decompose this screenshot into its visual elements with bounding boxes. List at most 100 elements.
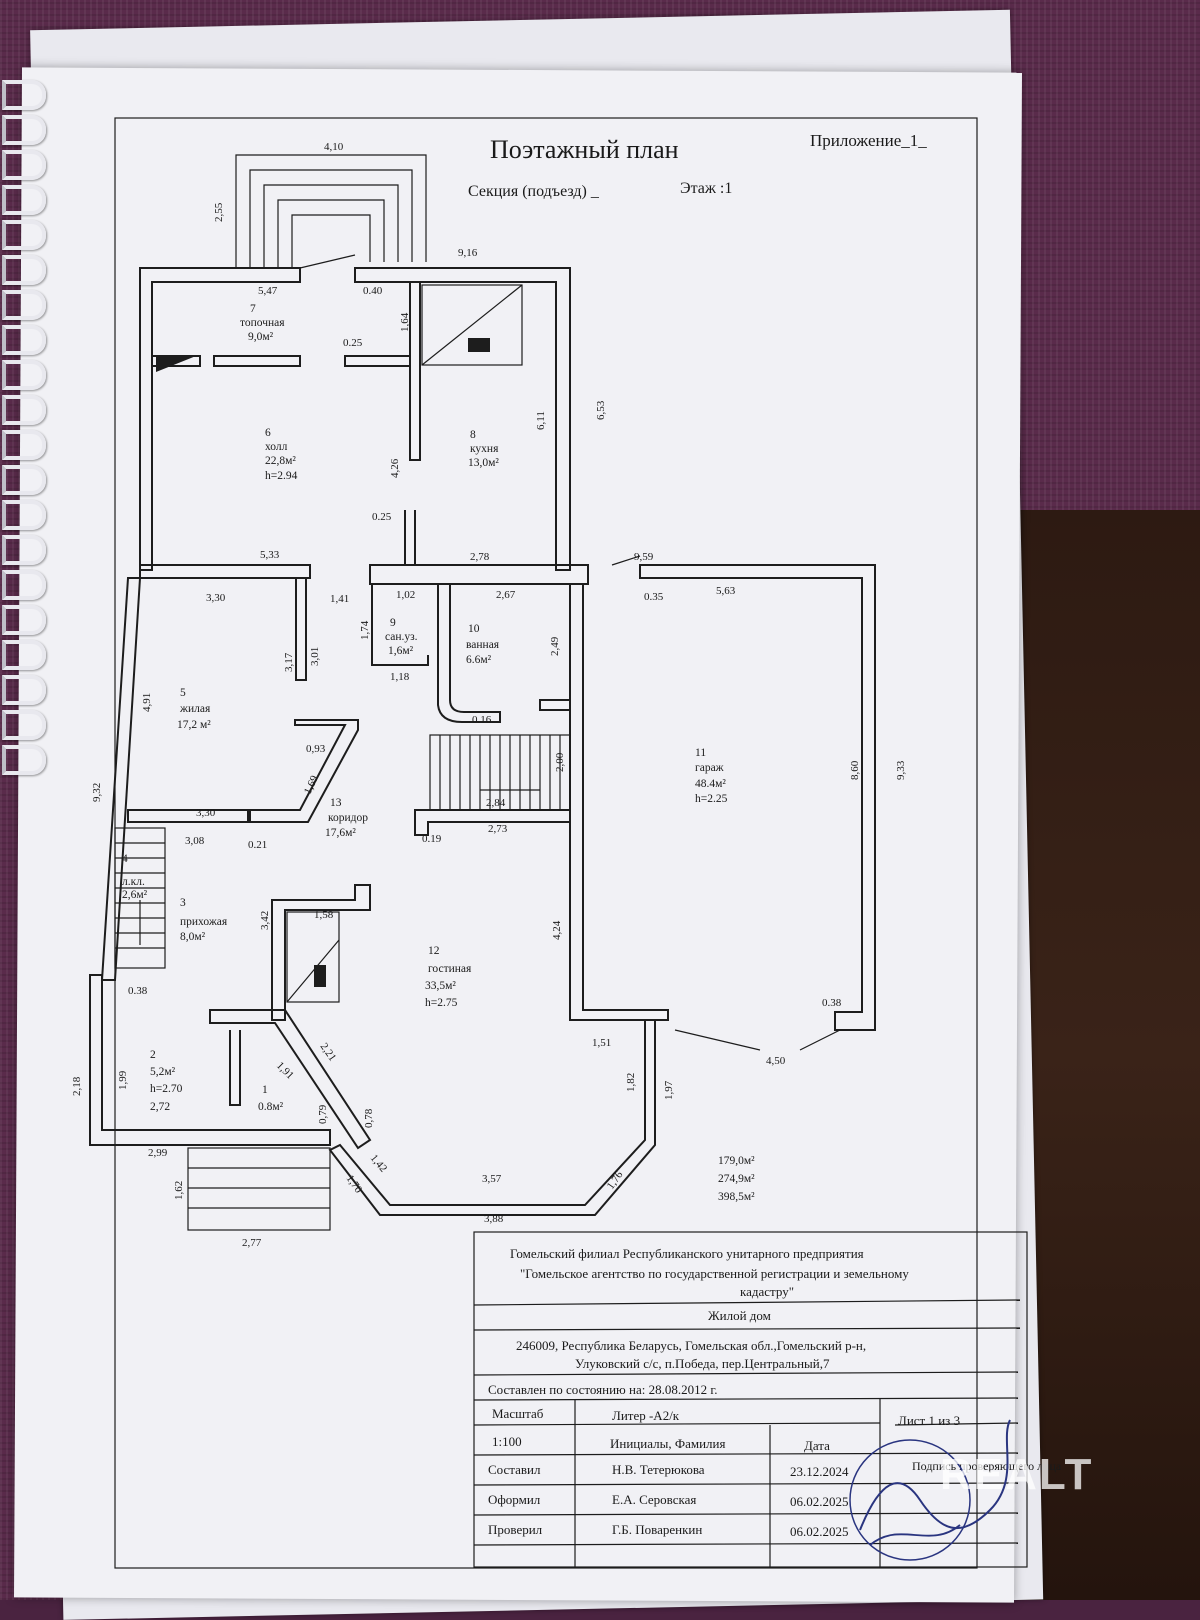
binder-ring [2, 220, 46, 250]
area-totals: 179,0м² 274,9м² 398,5м² [718, 1155, 755, 1203]
inner-walls [127, 282, 571, 1150]
svg-text:2,67: 2,67 [496, 589, 516, 601]
svg-text:4,91: 4,91 [141, 693, 153, 712]
svg-text:33,5м²: 33,5м² [425, 980, 456, 992]
binder-ring [2, 745, 46, 775]
svg-text:2,49: 2,49 [549, 636, 561, 656]
svg-text:5,33: 5,33 [260, 549, 280, 561]
svg-text:0,79: 0,79 [317, 1104, 329, 1124]
svg-text:топочная: топочная [240, 317, 285, 329]
svg-text:6,11: 6,11 [535, 411, 547, 430]
binder-rings [0, 70, 60, 790]
svg-text:8,60: 8,60 [849, 760, 861, 780]
svg-text:Литер -А2/к: Литер -А2/к [612, 1408, 680, 1423]
svg-text:48.4м²: 48.4м² [695, 778, 726, 790]
svg-text:9,33: 9,33 [895, 760, 907, 780]
svg-text:0.19: 0.19 [422, 833, 442, 845]
svg-text:0.21: 0.21 [248, 839, 267, 851]
room-12-label: 12 гостиная 33,5м² h=2.75 [425, 945, 472, 1009]
svg-text:Дата: Дата [804, 1438, 830, 1453]
svg-text:8,0м²: 8,0м² [180, 931, 206, 943]
svg-text:398,5м²: 398,5м² [718, 1191, 755, 1203]
svg-text:4,24: 4,24 [551, 920, 563, 940]
binder-ring [2, 150, 46, 180]
room-9-label: 9 сан.уз. 1,6м² [385, 617, 418, 657]
svg-text:2,72: 2,72 [150, 1101, 170, 1113]
binder-ring [2, 465, 46, 495]
svg-text:13: 13 [330, 797, 342, 809]
svg-text:0.16: 0.16 [472, 714, 492, 726]
svg-text:4: 4 [122, 853, 128, 865]
svg-text:2,21: 2,21 [318, 1041, 339, 1064]
svg-text:9,59: 9,59 [634, 551, 654, 563]
svg-text:06.02.2025: 06.02.2025 [790, 1524, 849, 1539]
svg-text:17,6м²: 17,6м² [325, 827, 356, 839]
signature [849, 1419, 1011, 1561]
svg-text:Оформил: Оформил [488, 1492, 541, 1507]
svg-text:3,42: 3,42 [259, 911, 271, 930]
svg-text:0,78: 0,78 [363, 1108, 375, 1128]
svg-text:3,57: 3,57 [482, 1173, 502, 1185]
svg-text:Лист 1 из 3: Лист 1 из 3 [898, 1413, 960, 1428]
svg-text:9: 9 [390, 617, 396, 629]
svg-text:Г.Б. Поваренкин: Г.Б. Поваренкин [612, 1522, 702, 1537]
room-4-label: 4 л.кл. 2,6м² [122, 853, 148, 901]
entry-staircase [114, 827, 166, 969]
svg-text:2,99: 2,99 [148, 1147, 168, 1159]
svg-text:Составил: Составил [488, 1462, 541, 1477]
svg-text:0,93: 0,93 [306, 743, 326, 755]
staircase [429, 734, 571, 811]
svg-text:1,51: 1,51 [592, 1037, 611, 1049]
svg-text:3,88: 3,88 [484, 1213, 504, 1225]
svg-text:h=2.70: h=2.70 [150, 1083, 183, 1095]
binder-ring [2, 255, 46, 285]
room-3-label: 3 прихожая 8,0м² [180, 897, 228, 943]
svg-text:ванная: ванная [466, 639, 500, 651]
svg-text:0.25: 0.25 [372, 511, 392, 523]
svg-text:гостиная: гостиная [428, 963, 472, 975]
dim-line [674, 1029, 761, 1051]
svg-text:246009, Республика Беларусь, Г: 246009, Республика Беларусь, Гомельская … [516, 1338, 866, 1353]
svg-text:1,91: 1,91 [274, 1060, 296, 1082]
svg-text:Составлен по состоянию на: 28: Составлен по состоянию на: 28.08.2012 г. [488, 1382, 717, 1397]
svg-text:коридор: коридор [328, 812, 368, 824]
svg-text:1,42: 1,42 [368, 1152, 390, 1174]
door-arc [299, 254, 356, 269]
svg-text:1,62: 1,62 [173, 1181, 185, 1200]
svg-text:1,74: 1,74 [359, 620, 371, 640]
title-block [473, 1231, 1028, 1568]
plan-title: Поэтажный план [490, 135, 679, 164]
svg-text:9,0м²: 9,0м² [248, 331, 274, 343]
svg-text:"Гомельское агентство по госуд: "Гомельское агентство по государственной… [520, 1266, 909, 1281]
room-10-label: 10 ванная 6.6м² [466, 623, 500, 666]
room-7-label: 7 топочная 9,0м² [240, 303, 285, 343]
svg-text:2,00: 2,00 [554, 752, 566, 772]
svg-text:1,58: 1,58 [314, 909, 334, 921]
svg-text:сан.уз.: сан.уз. [385, 631, 418, 643]
svg-text:Жилой дом: Жилой дом [708, 1308, 771, 1323]
binder-ring [2, 325, 46, 355]
binder-ring [2, 395, 46, 425]
binder-ring [2, 290, 46, 320]
corner-shape [156, 356, 196, 372]
svg-text:1,6м²: 1,6м² [388, 645, 414, 657]
binder-ring [2, 675, 46, 705]
living-room-bay-wall [328, 1019, 656, 1216]
svg-text:2,78: 2,78 [470, 551, 490, 563]
svg-text:8: 8 [470, 429, 476, 441]
svg-text:4,50: 4,50 [766, 1055, 786, 1067]
svg-text:Проверил: Проверил [488, 1522, 543, 1537]
binder-ring [2, 710, 46, 740]
dimension-labels: 4,10 2,55 9,16 5,47 0.40 1,64 0.25 6,11 … [71, 141, 907, 1249]
appendix-label: Приложение_1_ [810, 131, 927, 150]
binder-ring [2, 430, 46, 460]
svg-text:0.38: 0.38 [822, 997, 842, 1009]
room-2-label: 2 5,2м² h=2.70 2,72 [150, 1049, 183, 1113]
svg-text:жилая: жилая [179, 703, 211, 715]
svg-text:0.40: 0.40 [363, 285, 383, 297]
svg-text:5,47: 5,47 [258, 285, 278, 297]
svg-text:кухня: кухня [470, 443, 499, 455]
svg-text:0.8м²: 0.8м² [258, 1101, 284, 1113]
svg-text:прихожая: прихожая [180, 916, 228, 928]
